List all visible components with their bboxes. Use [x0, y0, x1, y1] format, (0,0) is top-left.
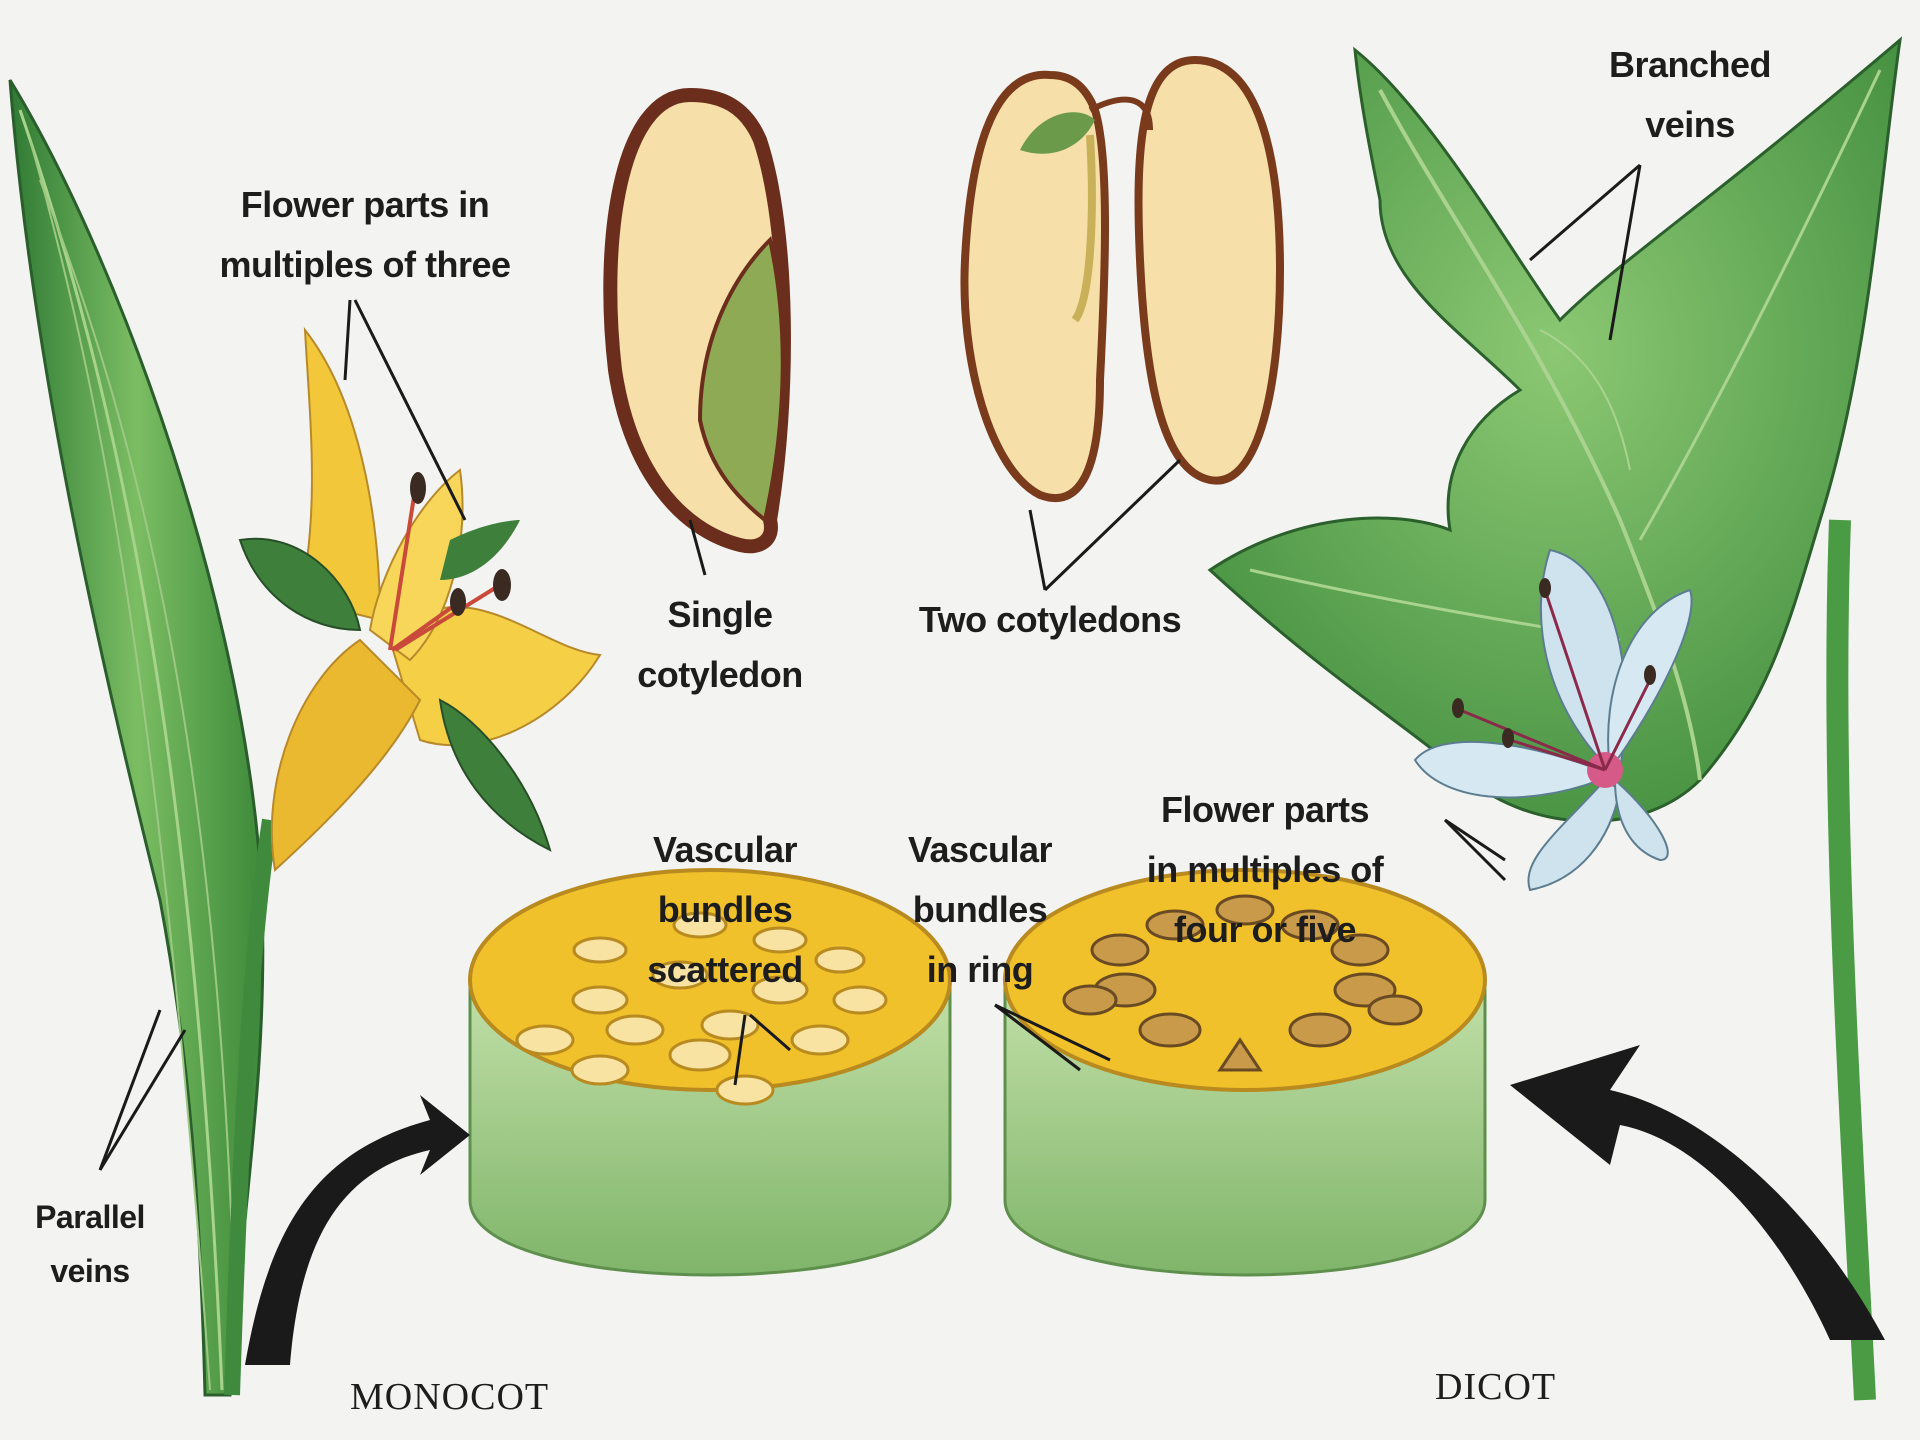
monocot-flower [240, 330, 600, 870]
dicot-leaf [1210, 40, 1900, 821]
label-vascular-bundles-ring: Vascular bundles in ring [890, 820, 1070, 1000]
caption-monocot: MONOCOT [350, 1375, 549, 1419]
label-two-cotyledons: Two cotyledons [905, 590, 1195, 650]
label-flower-parts-monocot: Flower parts in multiples of three [215, 175, 515, 295]
caption-dicot: DICOT [1435, 1365, 1556, 1409]
label-vascular-bundles-scattered: Vascular bundles scattered [635, 820, 815, 1000]
monocot-arrow [245, 1095, 470, 1365]
label-flower-parts-dicot: Flower parts in multiples of four or fiv… [1135, 780, 1395, 960]
label-single-cotyledon: Single cotyledon [630, 585, 810, 705]
dicot-arrow [1510, 1045, 1885, 1340]
dicot-stem [1837, 520, 1865, 1400]
dicot-seed [964, 60, 1280, 498]
label-branched-veins: Branched veins [1590, 35, 1790, 155]
monocot-seed [610, 95, 784, 546]
label-parallel-veins: Parallel veins [30, 1190, 150, 1298]
